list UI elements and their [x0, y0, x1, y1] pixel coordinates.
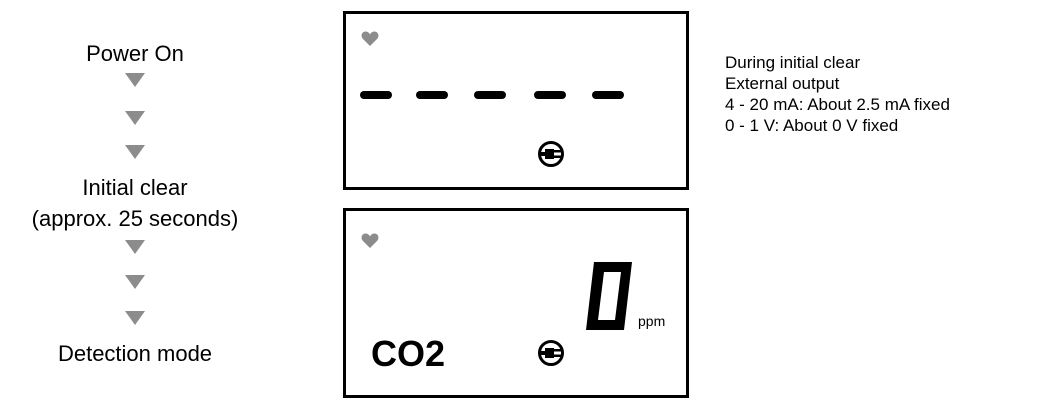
arrow-down-icon — [125, 275, 145, 289]
note-line-2: External output — [725, 74, 840, 93]
power-plug-icon — [538, 141, 564, 167]
arrow-down-icon — [125, 240, 145, 254]
lcd-dash — [474, 91, 506, 99]
lcd-screen-detection: 0 ppm CO2 — [343, 208, 689, 398]
lcd-gas-label: CO2 — [371, 333, 446, 374]
power-plug-icon — [538, 340, 564, 366]
step-initial-clear-duration: (approx. 25 seconds) — [31, 206, 239, 231]
heart-icon — [361, 233, 379, 248]
note-line-3: 4 - 20 mA: About 2.5 mA fixed — [725, 95, 950, 114]
lcd-dash — [534, 91, 566, 99]
arrow-down-icon — [125, 111, 145, 125]
arrow-down-icon — [125, 145, 145, 159]
lcd-dash — [592, 91, 624, 99]
heart-icon — [361, 31, 379, 46]
note-line-1: During initial clear — [725, 53, 861, 72]
step-initial-clear: Initial clear — [82, 175, 188, 200]
lcd-unit: ppm — [638, 313, 666, 329]
step-detection-mode: Detection mode — [57, 341, 213, 366]
lcd-dash — [416, 91, 448, 99]
arrow-down-icon — [125, 73, 145, 87]
note-line-4: 0 - 1 V: About 0 V fixed — [725, 116, 899, 135]
step-power-on: Power On — [86, 41, 184, 66]
arrow-down-icon — [125, 311, 145, 325]
lcd-dash — [360, 91, 392, 99]
lcd-reading — [586, 262, 632, 330]
lcd-screen-initial-clear — [343, 11, 689, 190]
